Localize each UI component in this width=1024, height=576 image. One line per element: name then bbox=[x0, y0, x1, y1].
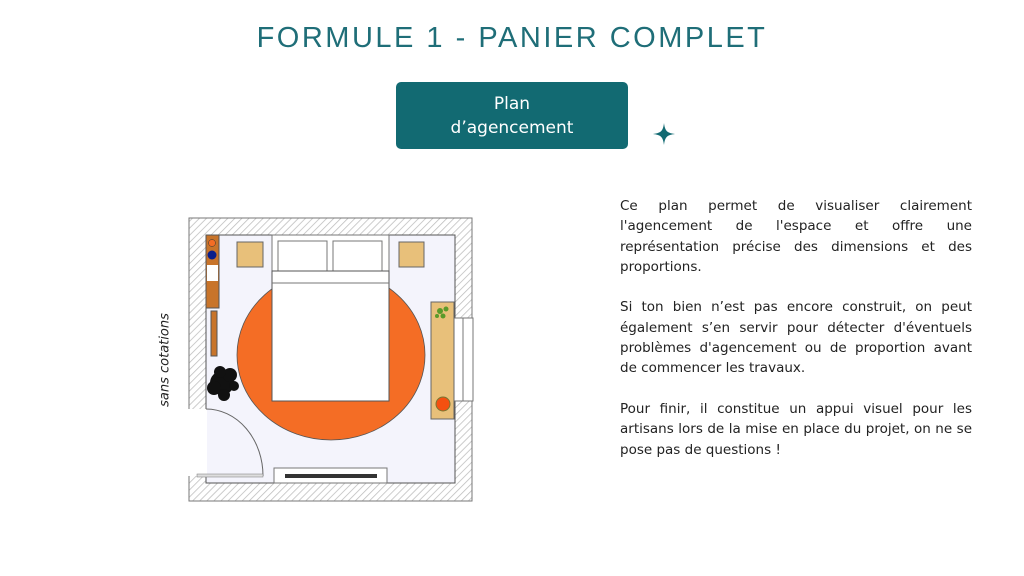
door bbox=[196, 408, 264, 478]
plant-icon bbox=[207, 366, 239, 401]
description-paragraph-1: Ce plan permet de visualiser clairement … bbox=[620, 198, 972, 275]
badge-line-2: d’agencement bbox=[450, 117, 574, 138]
small-plant-icon bbox=[435, 306, 449, 319]
page-title: FORMULE 1 - PANIER COMPLET bbox=[256, 22, 768, 54]
bed bbox=[271, 234, 390, 402]
description-paragraph-3: Pour finir, il constitue un appui visuel… bbox=[620, 400, 972, 458]
nightstands bbox=[236, 241, 425, 268]
description-paragraph-2: Si ton bien n’est pas encore construit, … bbox=[620, 299, 972, 377]
badge-line-1: Plan bbox=[493, 93, 531, 114]
bench bbox=[430, 301, 455, 420]
shelf bbox=[205, 234, 220, 357]
tv-unit bbox=[273, 467, 388, 484]
sparkle-icon bbox=[653, 123, 675, 145]
description: Ce plan permet de visualiser clairement … bbox=[620, 196, 972, 480]
section-badge: Plan d’agencement bbox=[396, 82, 628, 149]
